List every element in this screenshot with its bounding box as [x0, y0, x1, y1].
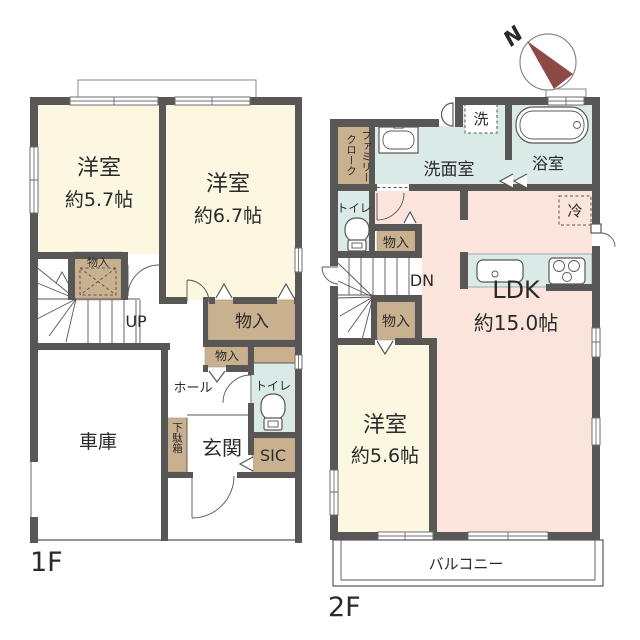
labels-2f: ファミリー クローク 洗面室 洗 浴室 トイレ 物入 DN 物入 冷 LDK 約… — [328, 110, 583, 623]
ldk-size: 約15.0帖 — [474, 311, 559, 335]
stairs-down-label: DN — [410, 271, 434, 290]
bedroom2-name: 洋室 — [206, 172, 250, 197]
balcony-railing — [332, 539, 604, 587]
window — [591, 417, 601, 446]
fridge-box-icon — [558, 195, 592, 226]
fridge-label: 冷 — [567, 202, 582, 220]
north-needle — [527, 41, 573, 89]
north-label: N — [499, 21, 528, 51]
door-toilet-1f — [222, 374, 252, 404]
closet-b-label: 物入 — [215, 349, 239, 363]
window — [69, 96, 159, 106]
closet-hatch-icon — [79, 267, 117, 296]
washbasin-icon — [378, 121, 419, 154]
family-closet-col1: ファミリー — [360, 130, 372, 183]
door-exterior-right — [590, 223, 616, 248]
bath-label: 浴室 — [532, 154, 564, 173]
bedroom1-name: 洋室 — [77, 156, 121, 181]
floor-1f: 洋室 約5.7帖 洋室 約6.7帖 物入 UP 物入 物入 トイレ ホール 車庫… — [29, 79, 303, 578]
bathtub-icon — [515, 106, 589, 144]
door-bath-fold-2 — [498, 173, 514, 189]
room-bedroom2 — [166, 104, 295, 300]
shoe-cabinet-label: 下駄箱 — [171, 422, 183, 454]
bedroom2-size: 約6.7帖 — [194, 205, 262, 227]
bedroom1-size: 約5.7帖 — [65, 189, 133, 211]
family-closet-col2: クローク — [345, 134, 357, 176]
toilet-2f-label: トイレ — [337, 201, 372, 215]
hall-label: ホール — [173, 381, 212, 396]
washroom-label: 洗面室 — [424, 160, 475, 180]
window — [591, 327, 601, 358]
floor1-label: 1F — [30, 547, 63, 578]
toilet-icon-1f — [260, 393, 286, 431]
stair-closet-label: 物入 — [87, 255, 109, 269]
entrance-label: 玄関 — [202, 436, 242, 460]
door-bedroom3 — [376, 340, 394, 356]
windows-2f — [321, 96, 616, 541]
closet-a-label: 物入 — [235, 312, 269, 332]
stove-icon — [548, 257, 586, 285]
ldk-name: LDK — [492, 276, 541, 304]
garage-label: 車庫 — [79, 431, 117, 453]
balcony-label: バルコニー — [429, 555, 504, 573]
window — [29, 146, 39, 214]
window — [174, 96, 251, 106]
room-bedroom3 — [336, 345, 429, 533]
doors-2f — [376, 102, 528, 356]
floor-2f: ファミリー クローク 洗面室 洗 浴室 トイレ 物入 DN 物入 冷 LDK 約… — [321, 88, 616, 623]
walls-2f — [330, 97, 600, 540]
closet-hall-label: 物入 — [383, 236, 409, 251]
floor2-label: 2F — [328, 592, 361, 623]
door-sic — [238, 456, 254, 472]
door-washroom — [376, 192, 405, 221]
bedroom3-name: 洋室 — [363, 413, 407, 438]
door-entrance — [191, 475, 235, 519]
toilet-1f-label: トイレ — [255, 379, 291, 393]
window — [294, 354, 303, 370]
kitchen-sink-icon — [476, 259, 524, 283]
bedroom3-size: 約5.6帖 — [351, 445, 419, 467]
window — [547, 96, 585, 106]
room-fills-1f — [37, 104, 296, 474]
laundry-box-icon — [464, 102, 498, 134]
closet-stairs-label: 物入 — [382, 314, 410, 330]
door-closet-fold-2 — [277, 282, 295, 299]
room-bedroom1 — [37, 104, 159, 254]
door-bath-fold-1 — [512, 173, 528, 189]
window-casement — [321, 266, 339, 286]
door-bedroom1 — [127, 264, 160, 297]
toilet-icon-2f — [344, 217, 370, 252]
windows-1f — [29, 96, 303, 370]
stairs-up-icon — [29, 261, 141, 343]
window — [294, 247, 303, 273]
laundry-label: 洗 — [473, 110, 488, 128]
door-closet-fold-3 — [208, 370, 226, 384]
eave-1f — [77, 79, 257, 99]
sic-label: SIC — [260, 446, 286, 465]
compass-icon: N — [499, 21, 577, 91]
closet-strip-1f — [251, 344, 296, 365]
window — [377, 531, 434, 541]
walls-1f — [30, 97, 302, 543]
labels-1f: 洋室 約5.7帖 洋室 約6.7帖 物入 UP 物入 物入 トイレ ホール 車庫… — [30, 156, 291, 578]
door-hall-top — [440, 102, 454, 127]
stairs-up-label: UP — [125, 312, 147, 331]
door-closet-hall — [403, 210, 417, 224]
closet-stairs-1f — [72, 251, 122, 301]
window — [329, 469, 339, 516]
fixture-icons-2f — [344, 102, 592, 285]
window — [467, 531, 549, 541]
stairs-down-icon — [336, 258, 410, 341]
door-closet-fold-1 — [215, 282, 233, 299]
